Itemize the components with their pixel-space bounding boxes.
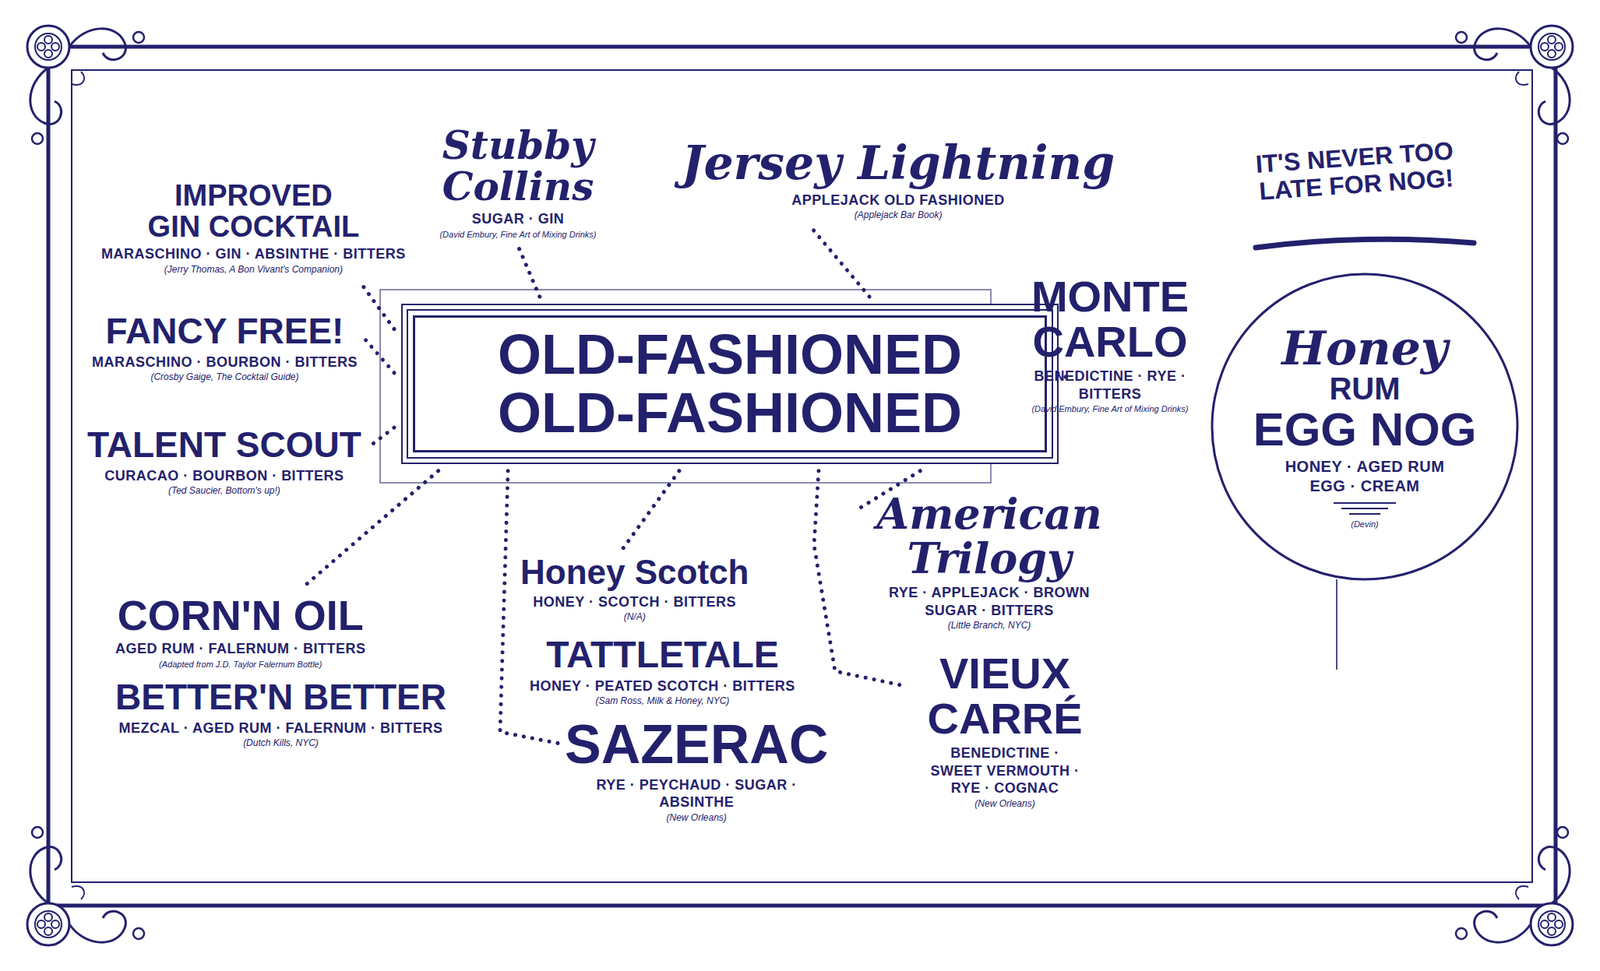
cocktail-name: TATTLETALE bbox=[529, 635, 796, 675]
corner-ornament bbox=[1455, 25, 1573, 145]
corner-ornament bbox=[27, 25, 145, 145]
brush-underline bbox=[1255, 239, 1474, 248]
cocktail-name: RUM bbox=[1328, 373, 1400, 406]
cocktail-name: Stubby Collins bbox=[420, 124, 616, 208]
source-note: (Adapted from J.D. Taylor Falernum Bottl… bbox=[115, 659, 366, 670]
source-note: (Crosby Gaige, The Cocktail Guide) bbox=[91, 371, 358, 385]
ingredient-list: SUGAR · GIN bbox=[420, 210, 616, 229]
ingredient-list: HONEY · SCOTCH · BITTERS bbox=[520, 593, 749, 612]
rule-line bbox=[1341, 507, 1389, 510]
cocktail-name: OLD-FASHIONED OLD-FASHIONED bbox=[433, 325, 1026, 443]
cocktail-name: American Trilogy bbox=[864, 492, 1114, 582]
cocktail-entry: IMPROVED GIN COCKTAIL MARASCHINO · GIN · … bbox=[101, 180, 406, 276]
cocktail-entry: SAZERACRYE · PEYCHAUD · SUGAR · ABSINTHE… bbox=[564, 716, 829, 825]
inner-frame bbox=[71, 70, 1533, 883]
source-note: (Dutch Kills, NYC) bbox=[115, 737, 447, 751]
ingredient-list: BENEDICTINE · RYE · BITTERS bbox=[1020, 367, 1200, 403]
ingredient-list: MARASCHINO · GIN · ABSINTHE · BITTERS bbox=[101, 245, 406, 264]
cocktail-entry: FANCY FREE! MARASCHINO · BOURBON · BITTER… bbox=[91, 313, 358, 385]
ingredient-list: HONEY · PEATED SCOTCH · BITTERS bbox=[529, 677, 796, 696]
cocktail-name: Honey Scotch bbox=[520, 554, 749, 591]
cocktail-name: EGG NOG bbox=[1253, 405, 1477, 455]
frame-line bbox=[1335, 579, 1338, 670]
source-note: (New Orleans) bbox=[564, 812, 829, 825]
dotted-connector bbox=[303, 471, 438, 588]
dotted-connector bbox=[359, 281, 395, 329]
cocktail-name: CORN'N OIL bbox=[115, 593, 366, 638]
circle-node: HoneyRUMEGG NOGHONEY · AGED RUM EGG · CR… bbox=[1210, 272, 1519, 582]
cocktail-name: IMPROVED GIN COCKTAIL bbox=[144, 180, 362, 243]
source-note: (Sam Ross, Milk & Honey, NYC) bbox=[529, 695, 796, 709]
source-note: (Devin) bbox=[1350, 518, 1378, 530]
cocktail-name: FANCY FREE! bbox=[91, 313, 358, 351]
cocktail-name: TALENT SCOUT bbox=[87, 426, 362, 465]
outer-frame bbox=[48, 46, 1556, 906]
note-text: IT'S NEVER TOO LATE FOR NOG! bbox=[1237, 136, 1474, 208]
ingredient-list: APPLEJACK OLD FASHIONED bbox=[681, 191, 1115, 210]
cocktail-entry: MONTE CARLOBENEDICTINE · RYE · BITTERS(D… bbox=[1020, 274, 1200, 416]
ingredient-list: BENEDICTINE · SWEET VERMOUTH · RYE · COG… bbox=[925, 744, 1086, 798]
cocktail-entry: Stubby CollinsSUGAR · GIN(David Embury, … bbox=[420, 124, 616, 240]
ingredient-list: HONEY · AGED RUM EGG · CREAM bbox=[1281, 457, 1449, 497]
cocktail-name: SAZERAC bbox=[564, 716, 829, 774]
cocktail-name: Honey bbox=[1281, 324, 1448, 374]
cocktail-name: MONTE CARLO bbox=[1028, 274, 1192, 365]
ingredient-list: RYE · PEYCHAUD · SUGAR · ABSINTHE bbox=[571, 776, 822, 812]
rule-lines bbox=[1329, 499, 1400, 517]
source-note: (New Orleans) bbox=[911, 798, 1099, 811]
cocktail-entry: CORN'N OIL AGED RUM · FALERNUM · BITTERS(… bbox=[115, 593, 366, 670]
source-note: (Little Branch, NYC) bbox=[864, 620, 1114, 633]
cocktail-entry: American TrilogyRYE · APPLEJACK · BROWN … bbox=[864, 492, 1114, 633]
dotted-connector bbox=[518, 246, 540, 297]
circle-outline bbox=[1212, 274, 1518, 580]
source-note: (N/A) bbox=[520, 611, 749, 624]
dotted-connector bbox=[623, 471, 680, 549]
source-note: (Jerry Thomas, A Bon Vivant's Companion) bbox=[101, 264, 406, 277]
dotted-connector bbox=[363, 338, 395, 374]
cocktail-entry: TALENT SCOUT CURACAO · BOURBON · BITTERS(… bbox=[87, 426, 362, 498]
cocktail-entry: Honey ScotchHONEY · SCOTCH · BITTERS(N/A… bbox=[520, 554, 749, 624]
cocktail-name: BETTER'N BETTER bbox=[115, 679, 447, 717]
source-note: (Applejack Bar Book) bbox=[681, 209, 1115, 223]
cocktail-name: Jersey Lightning bbox=[681, 138, 1115, 189]
source-note: (Ted Saucier, Bottom's up!) bbox=[87, 485, 362, 498]
source-note: (David Embury, Fine Art of Mixing Drinks… bbox=[420, 229, 616, 240]
dotted-connector bbox=[811, 228, 870, 297]
ingredient-list: AGED RUM · FALERNUM · BITTERS bbox=[115, 640, 366, 659]
ingredient-list: MARASCHINO · BOURBON · BITTERS bbox=[91, 353, 358, 372]
corner-ornament bbox=[1455, 827, 1573, 946]
source-note: (David Embury, Fine Art of Mixing Drinks… bbox=[1020, 403, 1200, 415]
ingredient-list: CURACAO · BOURBON · BITTERS bbox=[87, 467, 362, 486]
cocktail-entry: BETTER'N BETTER MEZCAL · AGED RUM · FALER… bbox=[115, 679, 447, 751]
rule-line bbox=[1333, 502, 1396, 504]
dotted-connector bbox=[367, 427, 395, 448]
cocktail-entry: VIEUX CARRÉBENEDICTINE · SWEET VERMOUTH … bbox=[911, 651, 1099, 811]
cocktail-name: VIEUX CARRÉ bbox=[911, 651, 1099, 742]
cocktail-entry: Jersey LightningAPPLEJACK OLD FASHIONED(… bbox=[681, 138, 1115, 223]
cocktail-entry: TATTLETALE HONEY · PEATED SCOTCH · BITTER… bbox=[529, 635, 796, 709]
corner-ornament bbox=[27, 827, 145, 946]
rule-line bbox=[1349, 513, 1381, 515]
ingredient-list: RYE · APPLEJACK · BROWN SUGAR · BITTERS bbox=[872, 584, 1107, 620]
ingredient-list: MEZCAL · AGED RUM · FALERNUM · BITTERS bbox=[115, 719, 447, 738]
central-box: OLD-FASHIONED OLD-FASHIONED bbox=[412, 315, 1047, 453]
